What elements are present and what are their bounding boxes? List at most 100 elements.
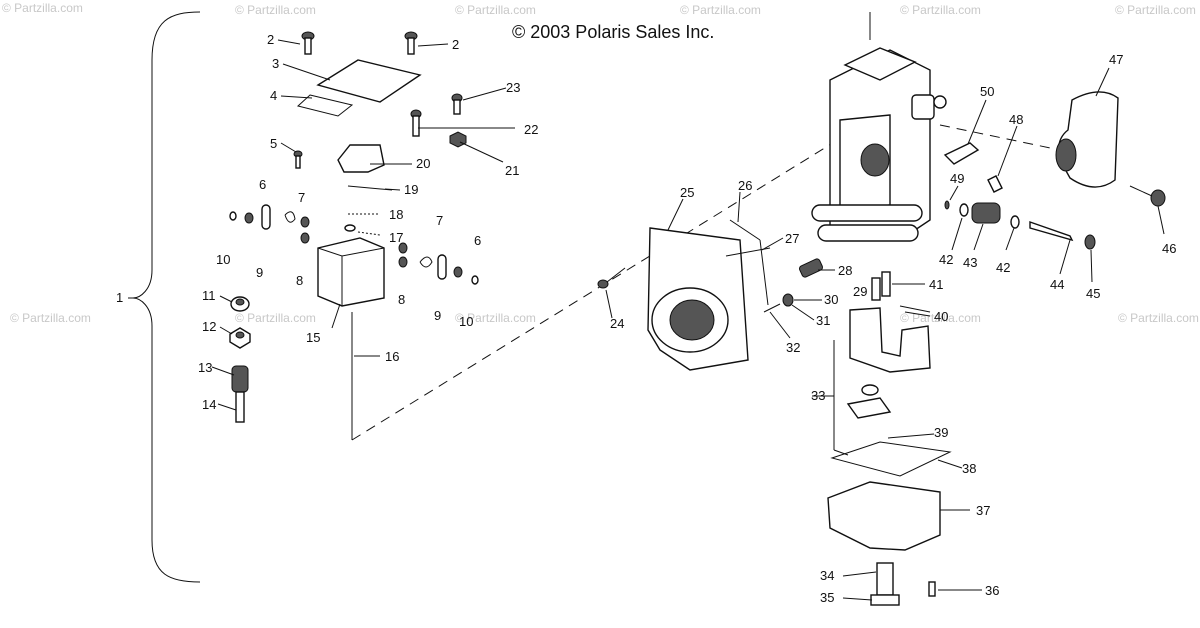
callout-label: 7 — [436, 213, 443, 228]
screw-part — [453, 99, 461, 115]
callout-label: 39 — [934, 425, 948, 440]
watermark: © Partzilla.com — [235, 3, 316, 17]
callout-label: 15 — [306, 330, 320, 345]
explode-line — [939, 124, 1061, 151]
callout-label: 8 — [398, 292, 405, 307]
callout-label: 42 — [939, 252, 953, 267]
spring — [798, 258, 824, 278]
pilot-screw — [235, 391, 245, 423]
cap — [1084, 234, 1096, 250]
spring — [231, 365, 249, 393]
float — [849, 307, 931, 373]
callout-label: 5 — [270, 136, 277, 151]
screw-part — [928, 581, 936, 597]
callout-label: 18 — [389, 207, 403, 222]
callout-label: 6 — [259, 177, 266, 192]
group-bracket — [132, 11, 201, 583]
washer — [944, 200, 950, 210]
clip-set-left — [229, 204, 310, 244]
callout-label: 3 — [272, 56, 279, 71]
drain-plug — [876, 562, 894, 596]
callout-label: 35 — [820, 590, 834, 605]
callout-label: 2 — [452, 37, 459, 52]
tube — [899, 305, 931, 313]
float-bowl — [827, 481, 941, 551]
watermark: © Partzilla.com — [680, 3, 761, 17]
jet — [881, 271, 891, 297]
callout-label: 14 — [202, 397, 216, 412]
watermark: © Partzilla.com — [10, 311, 91, 325]
fitting — [943, 142, 980, 165]
screw-part — [597, 279, 609, 289]
callout-label: 10 — [459, 314, 473, 329]
watermark: © Partzilla.com — [455, 311, 536, 325]
callout-label: 24 — [610, 316, 624, 331]
callout-label: 23 — [506, 80, 520, 95]
callout-label: 11 — [202, 288, 216, 303]
callout-label: 30 — [824, 292, 838, 307]
watermark: © Partzilla.com — [2, 1, 83, 15]
callout-label: 46 — [1162, 241, 1176, 256]
callout-label: 22 — [524, 122, 538, 137]
watermark: © Partzilla.com — [1115, 3, 1196, 17]
watermark: © Partzilla.com — [235, 311, 316, 325]
callout-label: 48 — [1009, 112, 1023, 127]
callout-label: 34 — [820, 568, 834, 583]
bracket — [337, 144, 385, 173]
callout-label: 41 — [929, 277, 943, 292]
plug — [987, 175, 1003, 193]
screw-part — [1129, 185, 1153, 197]
callout-label: 50 — [980, 84, 994, 99]
cable — [729, 219, 761, 241]
cable — [759, 239, 769, 306]
callout-label: 2 — [267, 32, 274, 47]
callout-label: 13 — [198, 360, 212, 375]
washer — [235, 298, 245, 306]
callout-labels: 1 2 2 3 4 5 6 6 7 7 8 8 9 9 10 10 11 12 … — [116, 32, 1176, 605]
carb-body — [811, 204, 923, 222]
watermark: © Partzilla.com — [900, 3, 981, 17]
callout-label: 27 — [785, 231, 799, 246]
callout-label: 40 — [934, 309, 948, 324]
float-pin — [846, 397, 892, 419]
o-ring — [959, 203, 969, 217]
callout-label: 8 — [296, 273, 303, 288]
callout-label: 19 — [404, 182, 418, 197]
o-ring — [861, 384, 879, 396]
screw-part — [301, 31, 418, 55]
screw-part — [412, 115, 420, 137]
leader-lines — [128, 39, 1165, 601]
bracket-line — [833, 449, 849, 456]
needle — [1029, 221, 1074, 242]
callout-label: 32 — [786, 340, 800, 355]
callout-label: 7 — [298, 190, 305, 205]
callout-label: 21 — [505, 163, 519, 178]
callout-label: 29 — [853, 284, 867, 299]
watermark: © Partzilla.com — [455, 3, 536, 17]
callout-label: 25 — [680, 185, 694, 200]
spring — [971, 202, 1001, 224]
callout-label: 28 — [838, 263, 852, 278]
callout-label: 42 — [996, 260, 1010, 275]
callout-label: 43 — [963, 255, 977, 270]
drain-plug — [870, 594, 900, 606]
callout-label: 49 — [950, 171, 964, 186]
watermarks: © Partzilla.com © Partzilla.com © Partzi… — [2, 1, 1199, 325]
carb-cover-bore — [669, 299, 715, 341]
throttle-slide — [317, 247, 385, 306]
callout-label: 10 — [216, 252, 230, 267]
callout-label: 9 — [434, 308, 441, 323]
callout-label: 45 — [1086, 286, 1100, 301]
copyright-text: © 2003 Polaris Sales Inc. — [512, 22, 714, 42]
callout-label: 1 — [116, 290, 123, 305]
callout-label: 26 — [738, 178, 752, 193]
pin — [347, 185, 393, 191]
callout-label: 16 — [385, 349, 399, 364]
carb-body — [843, 47, 917, 81]
spring — [357, 231, 381, 236]
cover-plate — [316, 59, 422, 103]
callout-label: 9 — [256, 265, 263, 280]
throttle-lever — [1055, 138, 1077, 172]
